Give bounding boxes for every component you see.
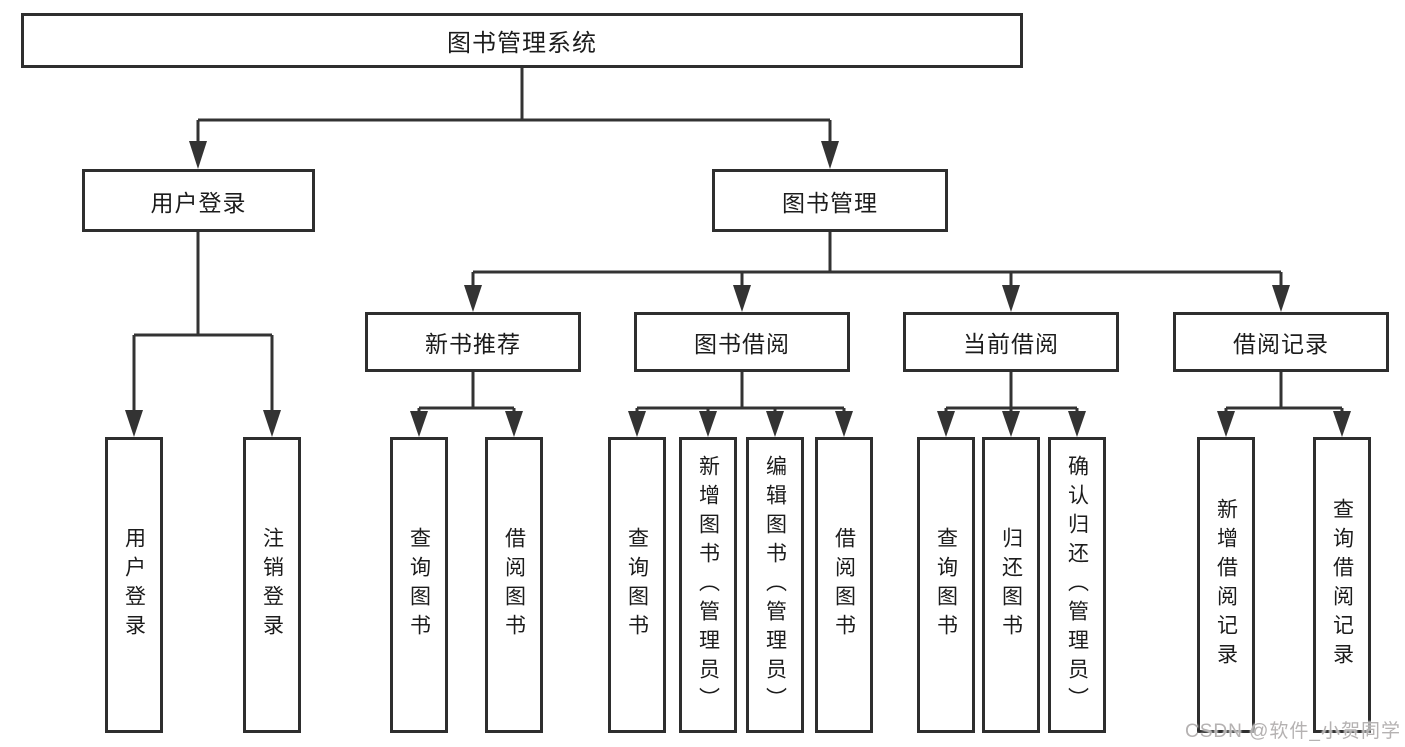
node-root-system: 图书管理系统 (21, 13, 1023, 68)
leaf-label: 确认归还（管理员） (1065, 454, 1089, 716)
arrowhead (1217, 411, 1235, 437)
leaf-label: 新增图书（管理员） (696, 454, 720, 716)
node-label: 图书管理 (782, 189, 878, 216)
leaf-label: 编辑图书（管理员） (763, 454, 787, 716)
leaf-label: 查询图书 (407, 527, 431, 643)
leaf-newbook-borrow-books: 借阅图书 (485, 437, 543, 733)
arrowhead (628, 411, 646, 437)
arrowhead (1068, 411, 1086, 437)
leaf-records-query-record: 查询借阅记录 (1313, 437, 1371, 733)
node-label: 借阅记录 (1233, 331, 1329, 357)
arrowhead (125, 410, 143, 437)
node-book-borrowing: 图书借阅 (634, 312, 850, 372)
node-label: 用户登录 (150, 189, 247, 216)
node-label: 新书推荐 (425, 331, 521, 357)
connector-userlogin-to-leaves (132, 232, 274, 414)
node-borrowing-records: 借阅记录 (1173, 312, 1389, 372)
leaf-label: 归还图书 (999, 527, 1023, 643)
arrowhead (1002, 411, 1020, 437)
leaf-current-confirm-return-admin: 确认归还（管理员） (1048, 437, 1106, 733)
leaf-current-return-books: 归还图书 (982, 437, 1040, 733)
leaf-records-add-record: 新增借阅记录 (1197, 437, 1255, 733)
arrowhead (505, 411, 523, 437)
node-book-management-group: 图书管理 (712, 169, 948, 232)
arrowhead (189, 141, 207, 169)
connector-bookmgmt-to-level3 (471, 232, 1283, 289)
connector-newbook-to-leaves (417, 372, 516, 414)
leaf-label: 查询图书 (625, 527, 649, 643)
node-user-login-group: 用户登录 (82, 169, 315, 232)
arrowhead (821, 141, 839, 169)
arrowhead (937, 411, 955, 437)
connector-currentborrow-to-leaves (944, 372, 1079, 414)
leaf-label: 用户登录 (122, 527, 146, 643)
leaf-label: 查询借阅记录 (1330, 498, 1354, 672)
arrowhead (1333, 411, 1351, 437)
node-label: 图书借阅 (694, 331, 790, 357)
arrowhead (1272, 285, 1290, 312)
arrowhead (733, 285, 751, 312)
arrowhead (835, 411, 853, 437)
leaf-borrow-add-books-admin: 新增图书（管理员） (679, 437, 737, 733)
arrowhead (699, 411, 717, 437)
node-label: 当前借阅 (963, 331, 1059, 357)
arrowhead (464, 285, 482, 312)
leaf-borrow-query-books: 查询图书 (608, 437, 666, 733)
watermark: CSDN @软件_小贺同学 (1185, 721, 1401, 742)
arrowhead (410, 411, 428, 437)
leaf-newbook-query-books: 查询图书 (390, 437, 448, 733)
leaf-label: 借阅图书 (832, 527, 856, 643)
leaf-logout: 注销登录 (243, 437, 301, 733)
leaf-label: 借阅图书 (502, 527, 526, 643)
connector-records-to-leaves (1224, 372, 1344, 414)
connector-root-to-level2 (196, 68, 832, 145)
leaf-label: 注销登录 (260, 527, 284, 643)
leaf-current-query-books: 查询图书 (917, 437, 975, 733)
arrowhead (1002, 285, 1020, 312)
node-new-book-recommend: 新书推荐 (365, 312, 581, 372)
leaf-label: 新增借阅记录 (1214, 498, 1238, 672)
leaf-borrow-edit-books-admin: 编辑图书（管理员） (746, 437, 804, 733)
leaf-borrow-borrow-books: 借阅图书 (815, 437, 873, 733)
arrowhead (766, 411, 784, 437)
node-label: 图书管理系统 (447, 30, 597, 57)
leaf-label: 查询图书 (934, 527, 958, 643)
arrowhead (263, 410, 281, 437)
connector-bookborrow-to-leaves (635, 372, 846, 414)
node-current-borrowing: 当前借阅 (903, 312, 1119, 372)
leaf-user-login: 用户登录 (105, 437, 163, 733)
